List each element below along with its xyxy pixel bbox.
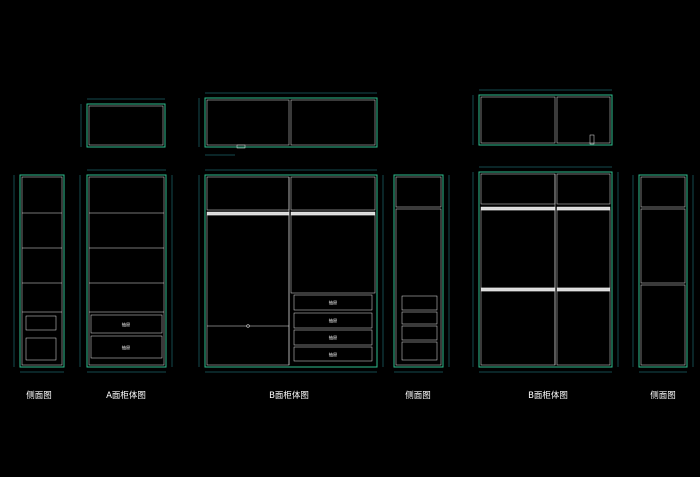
a-upper-cabinet — [80, 98, 166, 148]
drawer-label: 抽屉 — [329, 317, 337, 324]
b-upper-cabinet-2 — [472, 89, 613, 146]
a-cabinet-caption: A面柜体图 — [106, 391, 146, 401]
side-view-caption: 侧面图 — [26, 391, 52, 401]
a-cabinet: 抽屉 抽屉 — [79, 169, 173, 373]
b-upper-cabinet-1 — [198, 92, 378, 156]
drawer-label: 抽屉 — [329, 334, 337, 341]
b-cabinet-caption: B面柜体图 — [528, 391, 568, 401]
b-cabinet-2 — [472, 166, 619, 373]
drawer-label: 抽屉 — [122, 344, 130, 351]
side-view-3 — [632, 174, 694, 373]
side-view-caption: 侧面图 — [650, 391, 676, 401]
drawer-label: 抽屉 — [122, 321, 130, 328]
drawer-label: 抽屉 — [329, 299, 337, 306]
drawer-label: 抽屉 — [329, 351, 337, 358]
b-cabinet-caption: B面柜体图 — [269, 391, 309, 401]
b-cabinet-1: 抽屉 抽屉 抽屉 抽屉 — [198, 169, 384, 373]
side-view-2 — [393, 174, 450, 373]
side-view-1 — [13, 174, 65, 373]
side-view-caption: 侧面图 — [405, 391, 431, 401]
